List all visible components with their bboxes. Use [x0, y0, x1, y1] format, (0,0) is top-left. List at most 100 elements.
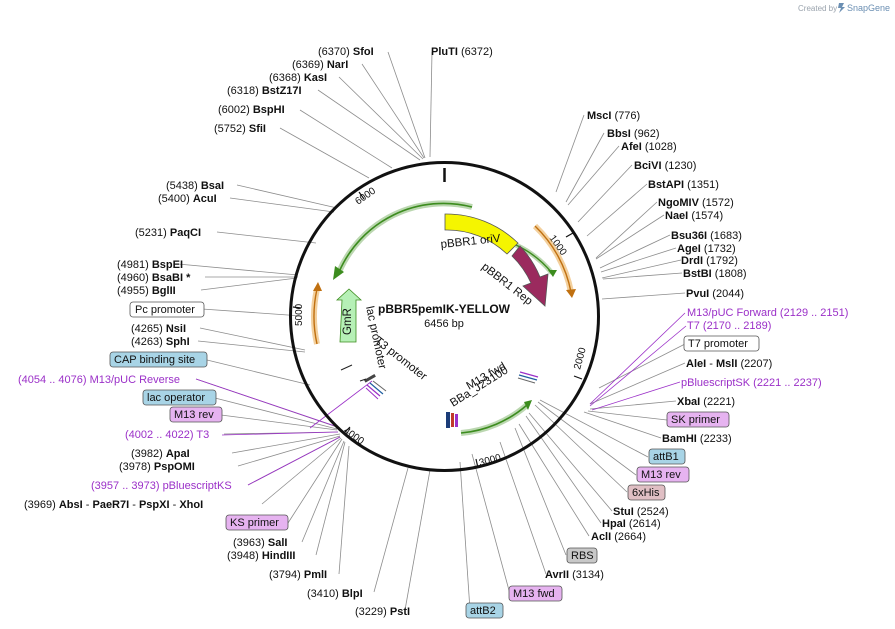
- svg-text:attB1: attB1: [653, 451, 679, 463]
- site-label: DrdI (1792): [681, 255, 738, 267]
- ring-tick-5000: 5000: [294, 303, 305, 326]
- green-arc-right-arrowhead: [548, 270, 557, 277]
- plasmid-size: 6456 bp: [424, 318, 464, 330]
- feature-box: M13 rev: [169, 406, 223, 423]
- site-label-multi: (3969) AbsI - PaeR7I - PspXI - XhoI: [24, 499, 203, 511]
- site-label: (5231) PaqCI: [135, 227, 201, 239]
- svg-text:M13 rev: M13 rev: [641, 469, 681, 481]
- site-label: (4265) NsiI: [131, 323, 186, 335]
- left-site-labels: (6370) SfoI (6369) NarI (6368) KasI (631…: [117, 46, 410, 618]
- site-label: MscI (776): [587, 110, 640, 122]
- primer-label: pBluescriptSK (2221 .. 2237): [681, 377, 822, 389]
- site-label: (3229) PstI: [355, 606, 410, 618]
- gmr-feature: [335, 288, 363, 343]
- svg-text:attB2: attB2: [470, 605, 496, 617]
- green-arc-bottom: [460, 402, 529, 436]
- green-arc-bottom-arrowhead: [524, 400, 532, 410]
- site-label: (5752) SfiI: [214, 123, 266, 135]
- primer-label: (4054 .. 4076) M13/pUC Reverse: [18, 374, 180, 386]
- site-label: BbsI (962): [607, 128, 660, 140]
- ring-tick-4000: 4000: [341, 425, 366, 447]
- feature-box: attB1: [648, 448, 686, 465]
- primer-label: M13/pUC Forward (2129 .. 2151): [687, 307, 848, 319]
- feature-box: lac operator: [142, 389, 217, 406]
- small-promoter-marks: [340, 364, 367, 382]
- site-label: (3410) BlpI: [307, 588, 363, 600]
- orange-arc-left-arrowhead: [313, 282, 322, 291]
- site-label: NgoMIV (1572): [658, 197, 734, 209]
- feature-box: M13 rev: [636, 466, 690, 483]
- site-label: (6369) NarI: [292, 59, 348, 71]
- mcs-feature-marks-bottom: [446, 412, 458, 428]
- site-label-ale-msl: AleI - MslI (2207): [686, 358, 772, 370]
- site-label: Bsu36I (1683): [671, 230, 742, 242]
- pbbr1-oriv-feature: [444, 213, 519, 255]
- site-label: (4981) BspEI: [117, 259, 183, 271]
- site-label: (3794) PmlI: [269, 569, 327, 581]
- site-label-top: PluTI (6372): [431, 46, 493, 58]
- primer-labels: M13/pUC Forward (2129 .. 2151) T7 (2170 …: [18, 307, 848, 492]
- feature-box: KS primer: [225, 514, 289, 531]
- mcs-feature-marks-right: [517, 371, 539, 384]
- site-label: HpaI (2614): [602, 518, 661, 530]
- site-label: (5400) AcuI: [158, 193, 217, 205]
- feature-box: attB2: [465, 602, 504, 619]
- backbone-ring: [289, 161, 600, 472]
- primer-label: (4002 .. 4022) T3: [125, 429, 209, 441]
- feature-box: M13 fwd: [508, 585, 563, 602]
- snapgene-logo-icon: [838, 3, 845, 13]
- site-label: BamHI (2233): [662, 433, 732, 445]
- feature-label-ori: pBBR1 oriV: [440, 233, 501, 251]
- feature-box: RBS: [566, 547, 598, 564]
- site-label: AfeI (1028): [621, 141, 677, 153]
- svg-text:SK primer: SK primer: [671, 414, 720, 426]
- feature-boxes: Pc promoter CAP binding site lac operato…: [109, 301, 760, 619]
- ring-tick-2000: 2000: [572, 346, 588, 371]
- svg-text:Pc promoter: Pc promoter: [135, 304, 195, 316]
- site-label: XbaI (2221): [677, 396, 735, 408]
- feature-box: SK primer: [666, 411, 730, 428]
- svg-text:T7 promoter: T7 promoter: [688, 338, 748, 350]
- site-label: (3982) ApaI: [131, 448, 190, 460]
- pbbr1-rep-feature: [511, 245, 549, 307]
- mcs-feature-marks-left: [364, 374, 387, 400]
- ring-tick-marks: [292, 191, 583, 469]
- svg-text:lac operator: lac operator: [147, 392, 205, 404]
- site-label: NaeI (1574): [665, 210, 723, 222]
- svg-text:KS primer: KS primer: [230, 517, 279, 529]
- created-by-text: Created by: [798, 4, 837, 13]
- plasmid-name: pBBR5pemIK-YELLOW: [378, 302, 511, 316]
- site-label: AgeI (1732): [677, 243, 736, 255]
- site-label: (3963) SalI: [233, 537, 287, 549]
- site-label: (4263) SphI: [131, 336, 190, 348]
- site-label: (6370) SfoI: [318, 46, 374, 58]
- feature-label-bba: BBa_J23100: [448, 364, 510, 409]
- feature-box: Pc promoter: [129, 301, 205, 318]
- site-label: (5438) BsaI: [166, 180, 224, 192]
- svg-text:CAP binding site: CAP binding site: [114, 354, 195, 366]
- ring-tick-3000: 3000: [478, 452, 503, 468]
- snapgene-brand: SnapGene: [847, 3, 890, 13]
- feature-label-gmr: GmR: [342, 308, 354, 335]
- svg-text:6xHis: 6xHis: [632, 487, 660, 499]
- orange-arc-right-arrowhead: [566, 289, 576, 298]
- site-label: (6318) BstZ17I: [227, 85, 302, 97]
- site-label: (6368) KasI: [269, 72, 327, 84]
- primer-label: (3957 .. 3973) pBluescriptKS: [91, 480, 232, 492]
- primer-label: T7 (2170 .. 2189): [687, 320, 771, 332]
- site-label: AclI (2664): [591, 531, 646, 543]
- site-label: BstBI (1808): [683, 268, 747, 280]
- site-label: PvuI (2044): [686, 288, 744, 300]
- feature-box: 6xHis: [627, 484, 666, 501]
- feature-box: CAP binding site: [109, 351, 208, 368]
- site-label: BstAPI (1351): [648, 179, 719, 191]
- primer-connector-lines: [195, 312, 687, 486]
- feature-box: T7 promoter: [683, 335, 760, 352]
- site-label: (6002) BspHI: [218, 104, 285, 116]
- green-arc-top-arrowhead: [333, 266, 344, 280]
- site-label: (4955) BglII: [117, 285, 176, 297]
- svg-text:RBS: RBS: [571, 550, 594, 562]
- svg-text:M13 fwd: M13 fwd: [513, 588, 555, 600]
- site-label: (3978) PspOMI: [119, 461, 195, 473]
